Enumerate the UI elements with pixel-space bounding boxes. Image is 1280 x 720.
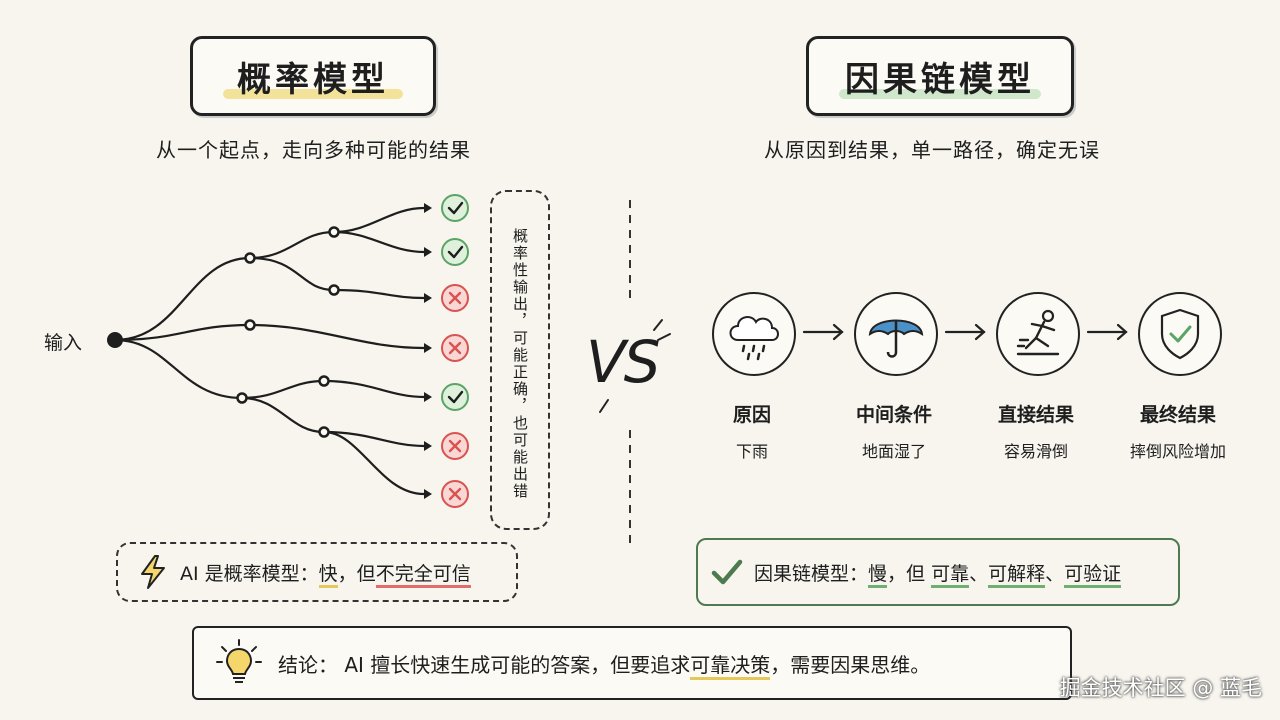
verifiable-keyword: 可验证 bbox=[1064, 562, 1122, 588]
cross-icon bbox=[441, 284, 469, 312]
vs-label: VS bbox=[586, 328, 660, 396]
umbrella-icon bbox=[868, 319, 924, 358]
right-summary-box: 因果链模型：慢，但 可靠、可解释、可验证 bbox=[696, 538, 1180, 606]
conclusion-box: 结论： AI 擅长快速生成可能的答案，但要追求可靠决策，需要因果思维。 bbox=[192, 626, 1072, 700]
lightbulb-icon bbox=[216, 639, 262, 683]
fast-keyword: 快 bbox=[318, 562, 338, 588]
right-title-highlight bbox=[839, 89, 1041, 99]
step-label-cause: 原因 bbox=[732, 404, 771, 426]
left-summary-mid: ，但 bbox=[337, 562, 376, 585]
center-divider bbox=[629, 200, 631, 545]
step-label-direct: 直接结果 bbox=[997, 404, 1074, 426]
slow-keyword: 慢 bbox=[868, 562, 888, 588]
probabilistic-output-note: 概率性输出，可能正确，也可能出错 bbox=[490, 190, 550, 530]
right-summary-text: 因果链模型：慢，但 可靠、可解释、可验证 bbox=[754, 559, 1122, 588]
shield-check-icon bbox=[1160, 308, 1200, 360]
vs-spark-lines bbox=[599, 319, 671, 413]
step-desc-condition: 地面湿了 bbox=[861, 442, 926, 461]
probability-tree bbox=[107, 194, 469, 508]
left-summary-text: AI 是概率模型：快，但不完全可信 bbox=[180, 559, 471, 588]
checkmark-icon bbox=[711, 559, 743, 585]
conclusion-suffix: ，需要因果思维。 bbox=[770, 652, 931, 677]
reliable-keyword: 可靠 bbox=[931, 562, 970, 588]
conclusion-text: 结论： AI 擅长快速生成可能的答案，但要追求可靠决策，需要因果思维。 bbox=[278, 649, 931, 680]
left-summary-prefix: AI 是概率模型： bbox=[180, 562, 319, 585]
left-subtitle: 从一个起点，走向多种可能的结果 bbox=[156, 138, 471, 162]
watermark: 掘金技术社区 @ 蓝毛 bbox=[1059, 676, 1262, 700]
step-node-cause bbox=[712, 292, 796, 376]
conclusion-prefix: 结论： AI 擅长快速生成可能的答案，但要追求 bbox=[278, 652, 691, 677]
check-icon bbox=[441, 238, 469, 266]
cross-icon bbox=[441, 480, 469, 508]
right-summary-prefix: 因果链模型： bbox=[754, 562, 869, 585]
sep1: 、 bbox=[969, 562, 989, 585]
left-title-box: 概率模型 bbox=[190, 36, 436, 116]
left-title: 概率模型 bbox=[237, 59, 389, 100]
input-dot bbox=[107, 332, 123, 348]
sep2: 、 bbox=[1045, 562, 1065, 585]
explainable-keyword: 可解释 bbox=[988, 562, 1046, 588]
left-summary-box: AI 是概率模型：快，但不完全可信 bbox=[116, 542, 518, 602]
step-node-direct bbox=[996, 292, 1080, 376]
step-desc-final: 摔倒风险增加 bbox=[1129, 442, 1226, 461]
step-node-final bbox=[1138, 292, 1222, 376]
unreliable-keyword: 不完全可信 bbox=[375, 562, 471, 588]
slipping-person-icon bbox=[1016, 309, 1060, 356]
step-label-condition: 中间条件 bbox=[855, 404, 932, 426]
note-text: 概率性输出，可能正确，也可能出错 bbox=[511, 228, 529, 500]
right-summary-mid: ，但 bbox=[887, 562, 932, 585]
conclusion-highlight: 可靠决策 bbox=[690, 652, 771, 680]
cross-icon bbox=[441, 432, 469, 460]
lightning-icon bbox=[141, 555, 165, 589]
chain-arrows bbox=[802, 323, 1128, 341]
right-subtitle: 从原因到结果，单一路径，确定无误 bbox=[764, 138, 1100, 162]
step-node-condition bbox=[854, 292, 938, 376]
check-icon bbox=[441, 194, 469, 222]
right-title-box: 因果链模型 bbox=[806, 36, 1074, 116]
step-desc-cause: 下雨 bbox=[735, 442, 768, 461]
rain-cloud-icon bbox=[729, 316, 779, 361]
input-label: 输入 bbox=[44, 332, 83, 354]
right-title: 因果链模型 bbox=[845, 59, 1035, 100]
cross-icon bbox=[441, 334, 469, 362]
check-icon bbox=[441, 383, 469, 411]
step-desc-direct: 容易滑倒 bbox=[1003, 442, 1068, 461]
step-label-final: 最终结果 bbox=[1139, 404, 1216, 426]
left-title-highlight bbox=[223, 89, 403, 99]
